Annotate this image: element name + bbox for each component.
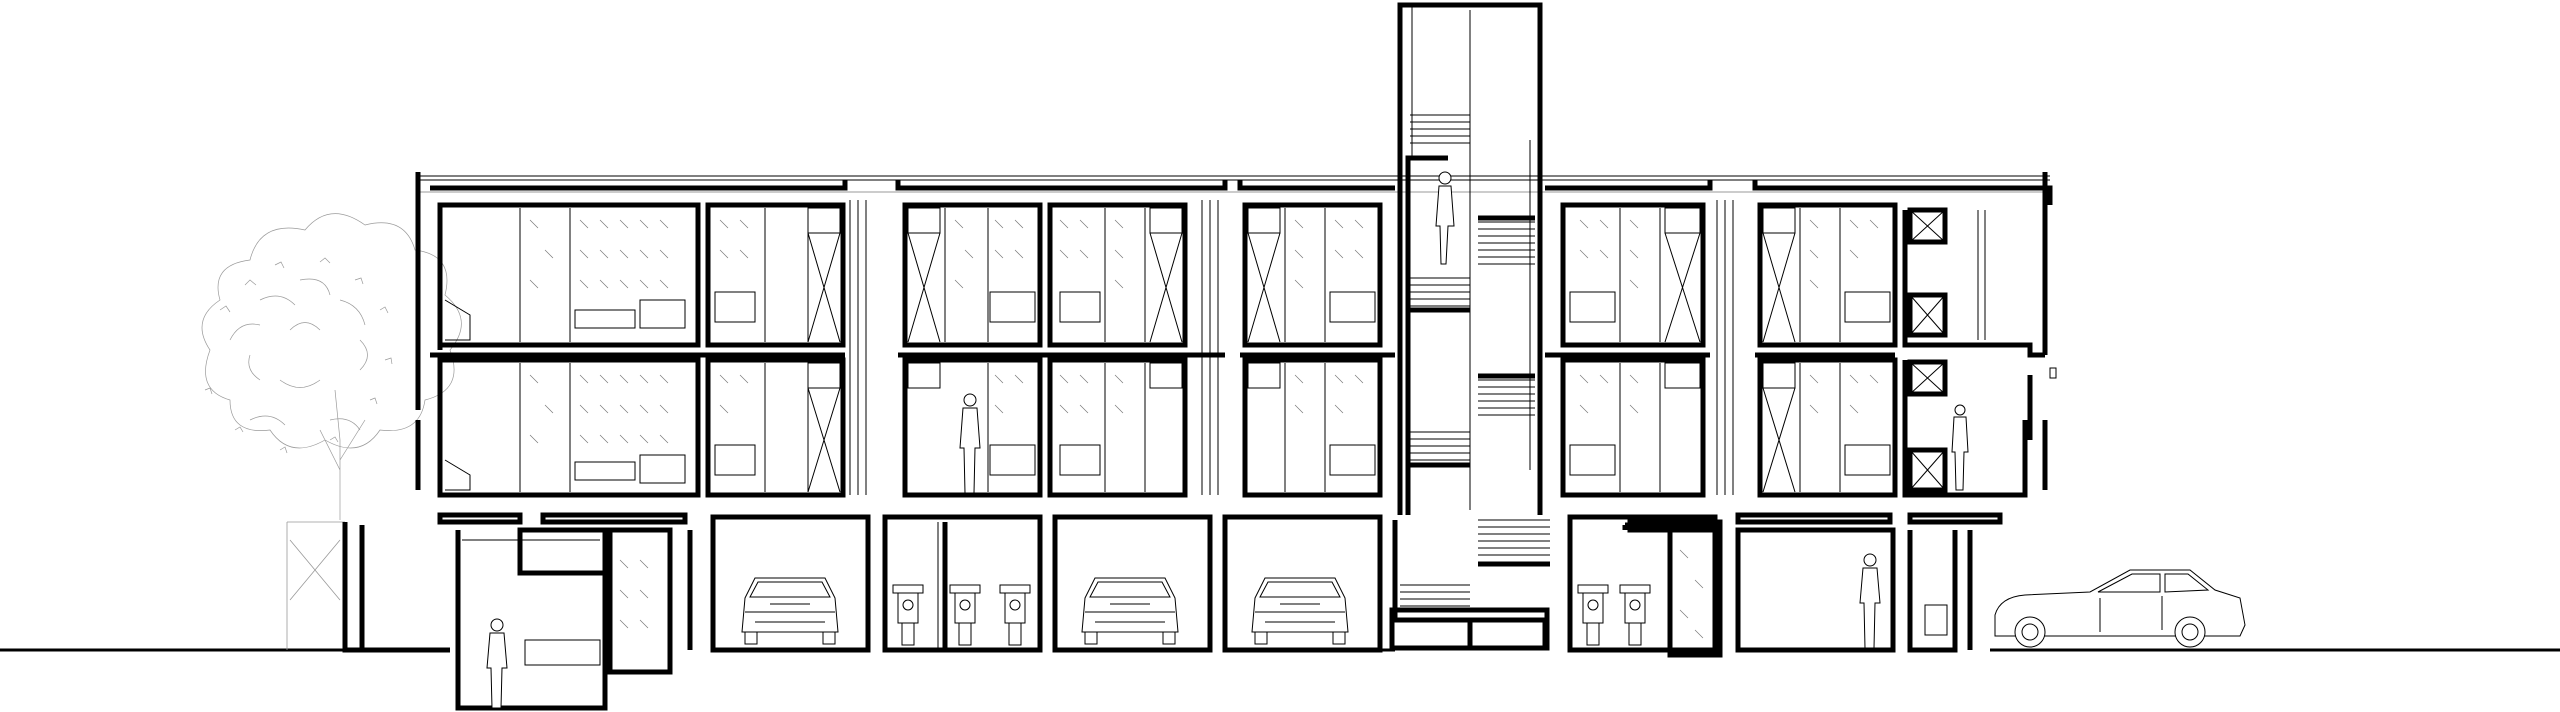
trash-bin xyxy=(1924,604,1948,636)
person-figure xyxy=(1951,404,1969,491)
motorcycle xyxy=(949,584,981,646)
person-figure xyxy=(1435,171,1455,265)
tree-illustration xyxy=(201,213,462,520)
stair-tower xyxy=(1389,2,1550,651)
garage-car xyxy=(741,577,839,645)
basement-level xyxy=(286,512,2003,711)
street-car xyxy=(1994,569,2246,648)
roof-slab xyxy=(420,175,2050,193)
person-figure xyxy=(959,393,981,494)
right-apartment-block xyxy=(1545,180,1734,498)
left-apartment-block xyxy=(415,172,867,498)
garage-car xyxy=(1081,577,1179,645)
garage-car xyxy=(1251,577,1349,645)
motorcycle xyxy=(999,584,1031,646)
middle-apartment-block xyxy=(1237,180,1395,498)
motorcycle xyxy=(1619,584,1651,646)
motorcycle xyxy=(892,584,924,646)
person-figure xyxy=(486,618,508,709)
motorcycle xyxy=(1577,584,1609,646)
person-figure xyxy=(1859,553,1881,649)
far-right-apartment-block xyxy=(1752,172,2057,498)
middle-left-apartment-block xyxy=(895,180,1228,498)
